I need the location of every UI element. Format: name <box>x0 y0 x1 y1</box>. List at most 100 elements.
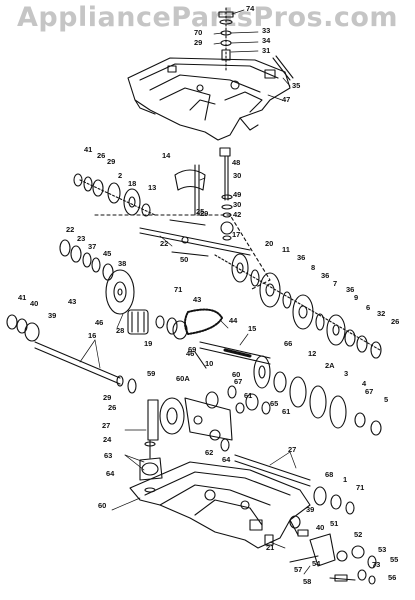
part-label-39: 39 <box>48 311 56 320</box>
part-label-2: 2 <box>118 171 122 180</box>
part-label-40: 40 <box>30 299 38 308</box>
part-label-22: 22 <box>160 239 168 248</box>
part-label-67: 67 <box>365 387 373 396</box>
part-label-71: 71 <box>356 483 364 492</box>
part-label-27: 27 <box>288 445 296 454</box>
part-label-47: 47 <box>282 95 290 104</box>
part-label-7: 7 <box>333 279 337 288</box>
part-label-1: 1 <box>343 475 347 484</box>
part-label-60a: 60A <box>176 374 190 383</box>
part-label-41: 41 <box>84 145 92 154</box>
part-label-49: 49 <box>233 190 241 199</box>
part-label-4: 4 <box>362 379 367 388</box>
part-label-37: 37 <box>88 242 96 251</box>
left-shaft-69 <box>6 314 137 394</box>
top-housing <box>127 57 291 141</box>
part-label-53: 53 <box>378 545 386 554</box>
part-label-35: 35 <box>292 81 300 90</box>
part-label-16: 16 <box>88 331 96 340</box>
part-label-13: 13 <box>148 183 156 192</box>
part-label-26: 26 <box>108 403 116 412</box>
part-label-32: 32 <box>377 309 385 318</box>
part-label-30: 30 <box>233 171 241 180</box>
part-label-69: 69 <box>188 345 196 354</box>
part-label-30: 30 <box>233 200 241 209</box>
part-label-29: 29 <box>194 38 202 47</box>
shift-fork-assembly <box>174 147 234 241</box>
part-label-74: 74 <box>246 4 255 13</box>
part-label-40: 40 <box>316 523 324 532</box>
part-label-20: 20 <box>265 239 273 248</box>
part-label-19: 19 <box>144 339 152 348</box>
left-mid-stack <box>59 239 135 315</box>
part-label-66: 66 <box>284 339 292 348</box>
part-label-25: 25 <box>196 207 204 216</box>
part-label-18: 18 <box>128 179 136 188</box>
part-label-59: 59 <box>147 369 155 378</box>
part-label-15: 15 <box>248 324 256 333</box>
part-label-65: 65 <box>270 399 278 408</box>
top-screw-stack <box>218 7 294 81</box>
part-label-36: 36 <box>321 271 329 280</box>
part-label-29: 29 <box>200 209 208 218</box>
part-label-43: 43 <box>68 297 76 306</box>
part-label-3: 3 <box>344 369 348 378</box>
part-label-54: 54 <box>312 559 321 568</box>
part-label-6: 6 <box>366 303 370 312</box>
part-label-57a: 57A <box>0 0 14 2</box>
part-label-62: 62 <box>205 448 213 457</box>
part-label-29: 29 <box>107 157 115 166</box>
part-label-22: 22 <box>66 225 74 234</box>
differential-assembly <box>147 385 271 441</box>
part-label-21: 21 <box>266 543 274 552</box>
part-label-36: 36 <box>346 285 354 294</box>
part-label-71: 71 <box>174 285 182 294</box>
part-label-17: 17 <box>232 230 240 239</box>
leader-lines <box>79 9 311 575</box>
part-label-51: 51 <box>330 519 338 528</box>
shaft-50 <box>94 214 271 291</box>
upper-left-gear-stack <box>73 173 156 217</box>
part-label-42: 42 <box>233 210 241 219</box>
part-label-39: 39 <box>306 505 314 514</box>
part-label-5: 5 <box>0 0 4 2</box>
part-label-67: 67 <box>234 377 242 386</box>
part-label-28: 28 <box>116 326 124 335</box>
part-label-36: 36 <box>297 253 305 262</box>
part-label-60: 60 <box>98 501 106 510</box>
part-label-34: 34 <box>262 36 271 45</box>
part-label-24: 24 <box>103 435 112 444</box>
part-label-70: 70 <box>194 28 202 37</box>
part-label-56: 56 <box>388 573 396 582</box>
chain-and-bearing <box>127 308 223 340</box>
part-label-29: 29 <box>103 393 111 402</box>
part-label-33: 33 <box>262 26 270 35</box>
part-label-5: 5 <box>384 395 388 404</box>
part-label-55: 55 <box>390 555 398 564</box>
axle-small-parts <box>139 439 163 493</box>
part-label-61: 61 <box>244 391 252 400</box>
part-label-46: 46 <box>95 318 103 327</box>
part-label-38: 38 <box>118 259 126 268</box>
part-label-31: 31 <box>262 46 270 55</box>
part-label-8: 8 <box>311 263 315 272</box>
part-label-68: 68 <box>325 470 333 479</box>
part-label-10: 10 <box>205 359 213 368</box>
part-label-26: 26 <box>97 151 105 160</box>
brake-linkage <box>289 533 377 585</box>
part-label-57: 57 <box>294 565 302 574</box>
part-label-9: 9 <box>354 293 358 302</box>
part-label-63: 63 <box>104 451 112 460</box>
part-label-43: 43 <box>193 295 201 304</box>
part-label-61: 61 <box>282 407 290 416</box>
part-label-64: 64 <box>106 469 115 478</box>
part-label-73: 73 <box>372 560 380 569</box>
right-gear-stack <box>214 253 382 359</box>
part-label-64: 64 <box>222 455 231 464</box>
bottom-housing <box>129 461 311 549</box>
part-label-12: 12 <box>308 349 316 358</box>
shaft-68 <box>220 438 311 487</box>
part-label-14: 14 <box>162 151 171 160</box>
